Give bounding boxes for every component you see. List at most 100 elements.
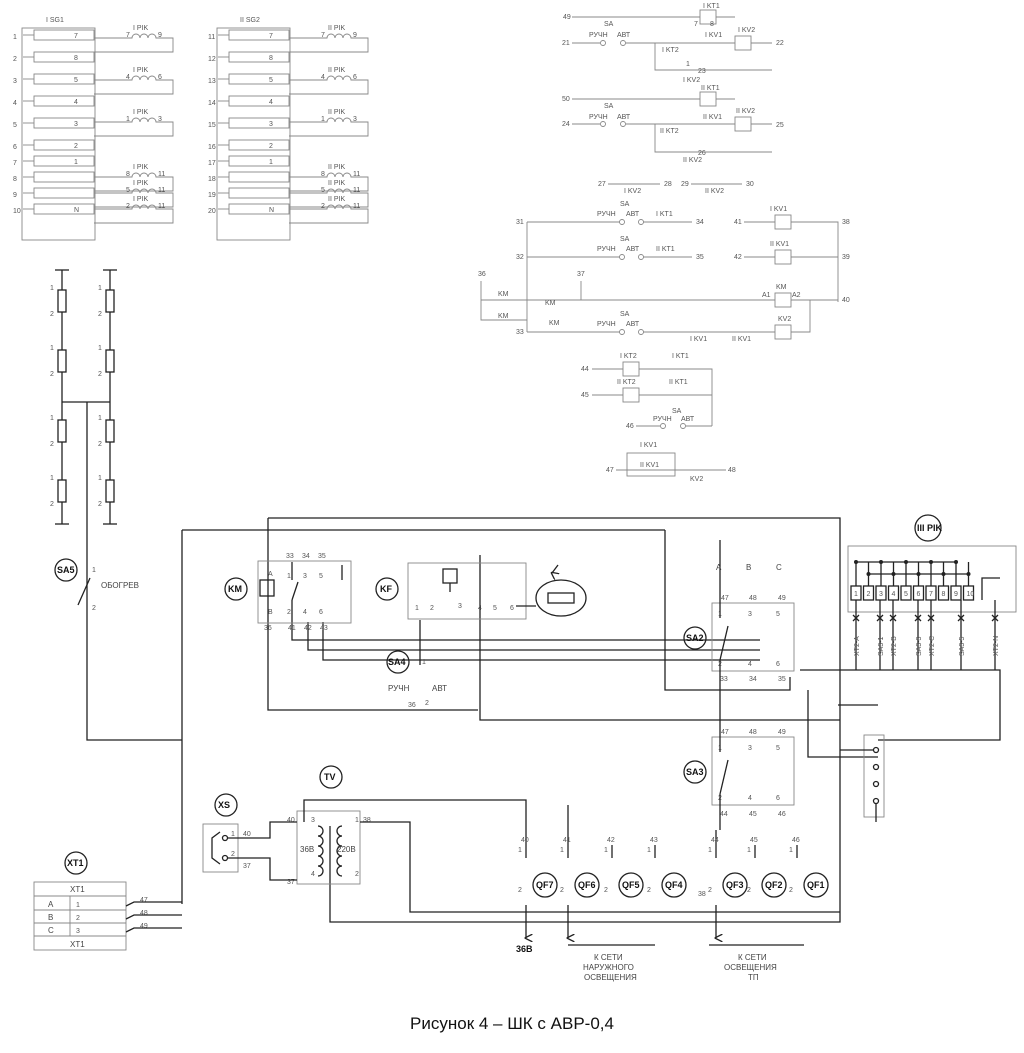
pik3-terminal-number: 7 [929,591,933,598]
tv-secondary-voltage: 220В [337,845,356,854]
label-ikt1c: I KT1 [672,353,689,360]
output-tp-2: ОСВЕЩЕНИЯ [724,963,777,972]
label-iikt1b: II KT1 [656,246,675,253]
breaker-pin: 2 [604,887,608,894]
node-22: 22 [776,40,784,47]
kf-relay: KF 1 2 3 4 5 6 [375,562,587,620]
resistor [57,419,67,443]
label-km2: KM [545,300,556,307]
label-ikv1: I KV1 [705,32,722,39]
label-iikv1e: II KV1 [640,462,659,469]
output-36v: 36В [516,944,533,954]
rail-cross [927,614,935,622]
coil-pin: 5 [126,187,130,194]
pin: 3 [303,573,307,580]
sg-left-number: 7 [13,160,17,167]
sg-slot-number: 7 [269,33,273,40]
breaker-pin: 1 [604,847,608,854]
resistor-pin: 2 [50,441,54,448]
breaker-label: QF2 [765,880,783,890]
xt1-phase: B [48,913,53,922]
label-iikv1d: II KV1 [732,336,751,343]
rail-cross [957,614,965,622]
resistor-pin: 1 [98,475,102,482]
rail-cross [852,614,860,622]
coil-label: I PIK [133,164,149,171]
breaker-wire: 44 [711,837,719,844]
xt1-phase: C [48,926,54,935]
resistor-pin: 2 [50,501,54,508]
breakers: 4012QF74112QF64212QF54312QF4441238QF3451… [518,837,829,898]
pin: 33 [720,676,728,683]
breaker-badge [761,872,787,898]
sg-left-number: 14 [208,100,216,107]
sa2-label: SA2 [686,633,704,643]
sg-left-number: 18 [208,176,216,183]
sa4-label: SA4 [388,657,406,667]
node-44: 44 [581,366,589,373]
pin: 1 [287,573,291,580]
label-sa5: SA [620,311,630,318]
phase-a: A [716,563,722,572]
label-iikt2: II KT2 [660,128,679,135]
sg-slot [228,171,290,183]
resistor-pin: 1 [50,475,54,482]
sg-slot [228,95,290,107]
coil-label: II PIK [328,25,345,32]
pin: 44 [720,811,728,818]
sg-slot [228,73,290,85]
label-ikv1c: I KV1 [770,206,787,213]
pin: 4 [748,661,752,668]
pin: 6 [776,795,780,802]
label-manual2: РУЧН [589,114,608,121]
pik3-terminal-number: 3 [879,591,883,598]
rail-label: SA3-1 [878,636,885,656]
sg-slot [33,155,95,167]
sg-left-number: 2 [13,56,17,63]
xt1-wire: 48 [140,910,148,917]
sg-left-number: 16 [208,144,216,151]
pin: 45 [749,811,757,818]
breaker-badge [722,872,748,898]
label-manual5: РУЧН [597,321,616,328]
label-iikv1c: II KV1 [770,241,789,248]
coil-label: I PIK [133,25,149,32]
pin: 6 [776,661,780,668]
label-ikv1e: I KV1 [640,442,657,449]
breaker-label: QF5 [622,880,640,890]
coil-pin: 8 [126,171,130,178]
coil [289,172,369,192]
pin: A1 [762,292,771,299]
coil-label: II PIK [328,196,345,203]
pin: A2 [792,292,801,299]
coil-pin: 2 [321,203,325,210]
coil-label: II PIK [328,180,345,187]
xt1-badge: XT1 [67,858,84,868]
sg-slot [33,139,95,151]
coil-pin: 9 [158,32,162,39]
rail-label: XT2-C [929,636,936,656]
resistor-pin: 1 [98,415,102,422]
coil-pin: 1 [126,116,130,123]
node-34: 34 [696,219,704,226]
breaker-wire: 40 [521,837,529,844]
label-manual: РУЧН [589,32,608,39]
node-46: 46 [626,423,634,430]
coil-pin: 11 [158,171,165,178]
label-ikv2: I KV2 [738,27,755,34]
sg-slot-number: 8 [269,55,273,62]
coil-pin: 7 [321,32,325,39]
pin: 38 [363,817,371,824]
sg-left-number: 17 [208,160,216,167]
sa5-label: SA5 [57,565,75,575]
node-39: 39 [842,254,850,261]
pin: 4 [748,795,752,802]
sg-slot [228,155,290,167]
sg-left-number: 15 [208,122,216,129]
coil [289,204,369,224]
coil [289,188,369,208]
rail-cross [889,614,897,622]
pin: 7 [694,21,698,28]
